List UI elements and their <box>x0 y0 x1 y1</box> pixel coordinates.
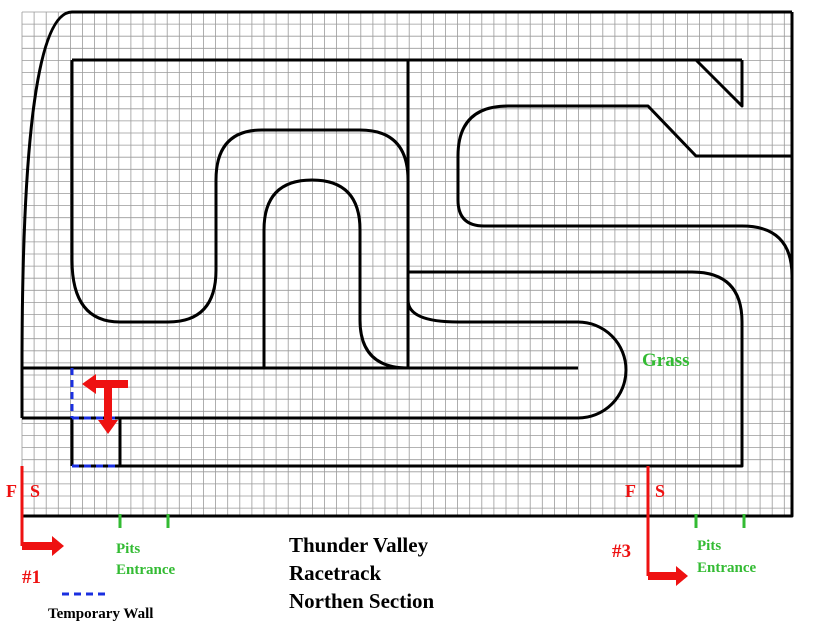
grass-label: Grass <box>642 350 690 371</box>
entrance-label-1: Entrance <box>116 562 176 578</box>
title-line-2: Racetrack <box>289 561 381 585</box>
loop-wall-left <box>70 58 410 368</box>
temporary-wall-legend-label: Temporary Wall <box>48 606 153 622</box>
pits-label-1: Pits <box>116 541 140 557</box>
start-label-1: S <box>30 481 40 501</box>
arrow-right-icon <box>648 566 688 586</box>
finish-label-3: F <box>625 481 636 501</box>
arrow-right-icon <box>22 536 64 556</box>
start-finish-3: F S #3 <box>612 466 688 586</box>
title-line-3: Northen Section <box>289 589 435 613</box>
start-number-1: #1 <box>22 567 41 588</box>
start-number-3: #3 <box>612 541 631 562</box>
chicane-wall <box>456 58 794 277</box>
start-finish-1: F S #1 <box>6 466 64 588</box>
entrance-label-3: Entrance <box>697 560 757 576</box>
track-walls <box>20 10 794 518</box>
pit-lane-wall <box>70 270 744 468</box>
pits-entrance-markers <box>118 514 746 528</box>
arrow-down-icon <box>98 384 118 434</box>
start-label-3: S <box>655 481 665 501</box>
center-hairpin <box>262 178 409 370</box>
finish-label-1: F <box>6 481 17 501</box>
pits-label-3: Pits <box>697 538 721 554</box>
title-line-1: Thunder Valley <box>289 533 429 557</box>
hairpin-wall <box>22 58 742 420</box>
direction-arrows <box>82 374 128 434</box>
